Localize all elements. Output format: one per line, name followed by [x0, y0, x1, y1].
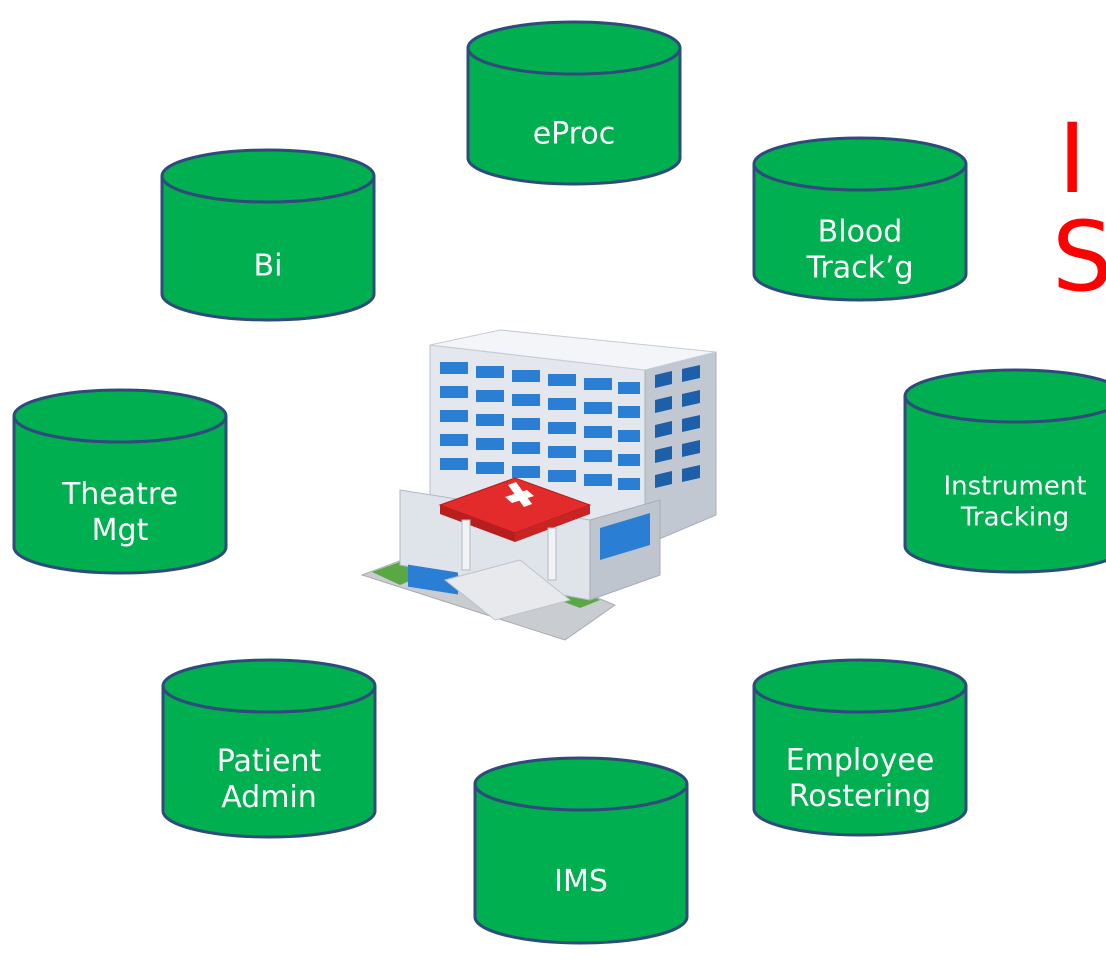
cylinder-top — [466, 20, 682, 76]
lower-wing-window-1 — [408, 564, 458, 595]
database-label-line: Theatre — [61, 477, 178, 512]
database-label-line: Employee — [786, 743, 935, 778]
database-label-line: Tracking — [960, 503, 1069, 533]
database-label-line: Rostering — [789, 779, 931, 814]
hospital-building-icon — [360, 329, 717, 641]
database-label-line: Mgt — [92, 513, 149, 548]
entrance-canopy-edge — [440, 505, 515, 542]
database-label-line: Patient — [217, 744, 322, 779]
database-label-line: Blood — [818, 215, 903, 250]
cylinder-top — [160, 148, 376, 204]
partial-title: I S — [1052, 103, 1106, 313]
cylinder-top — [903, 368, 1106, 424]
red-cross-icon — [505, 482, 534, 507]
lower-wing-window-2 — [600, 513, 650, 560]
cylinder-top — [473, 756, 689, 812]
tower-windows-side — [655, 365, 700, 488]
database-label-line: Admin — [221, 780, 317, 815]
title-line-1: I — [1058, 103, 1086, 215]
cylinder-top — [12, 388, 228, 444]
database-label-line: Track’g — [805, 251, 913, 286]
entrance-pillar-right — [547, 527, 557, 581]
entrance-steps — [443, 559, 572, 621]
cylinder-top — [161, 658, 377, 714]
tower-top — [429, 329, 717, 371]
cylinder-top — [752, 658, 968, 714]
database-label-line: Bi — [254, 249, 283, 284]
database-label-line: Instrument — [943, 472, 1086, 502]
entrance-pillar-left — [461, 519, 471, 571]
tower-windows-front — [440, 362, 640, 490]
entrance-canopy-edge-right — [515, 505, 590, 542]
database-label-line: IMS — [554, 864, 608, 899]
database-cylinder-bi: Bi — [160, 148, 376, 322]
database-cylinder-eproc: eProc — [466, 20, 682, 186]
database-cylinder-ims: IMS — [473, 756, 689, 945]
title-line-2: S — [1052, 201, 1106, 313]
database-label-line: eProc — [533, 117, 616, 152]
cylinder-top — [752, 136, 968, 192]
database-cylinders: eProcBloodTrack’gInstrumentTrackingEmplo… — [12, 20, 1106, 945]
